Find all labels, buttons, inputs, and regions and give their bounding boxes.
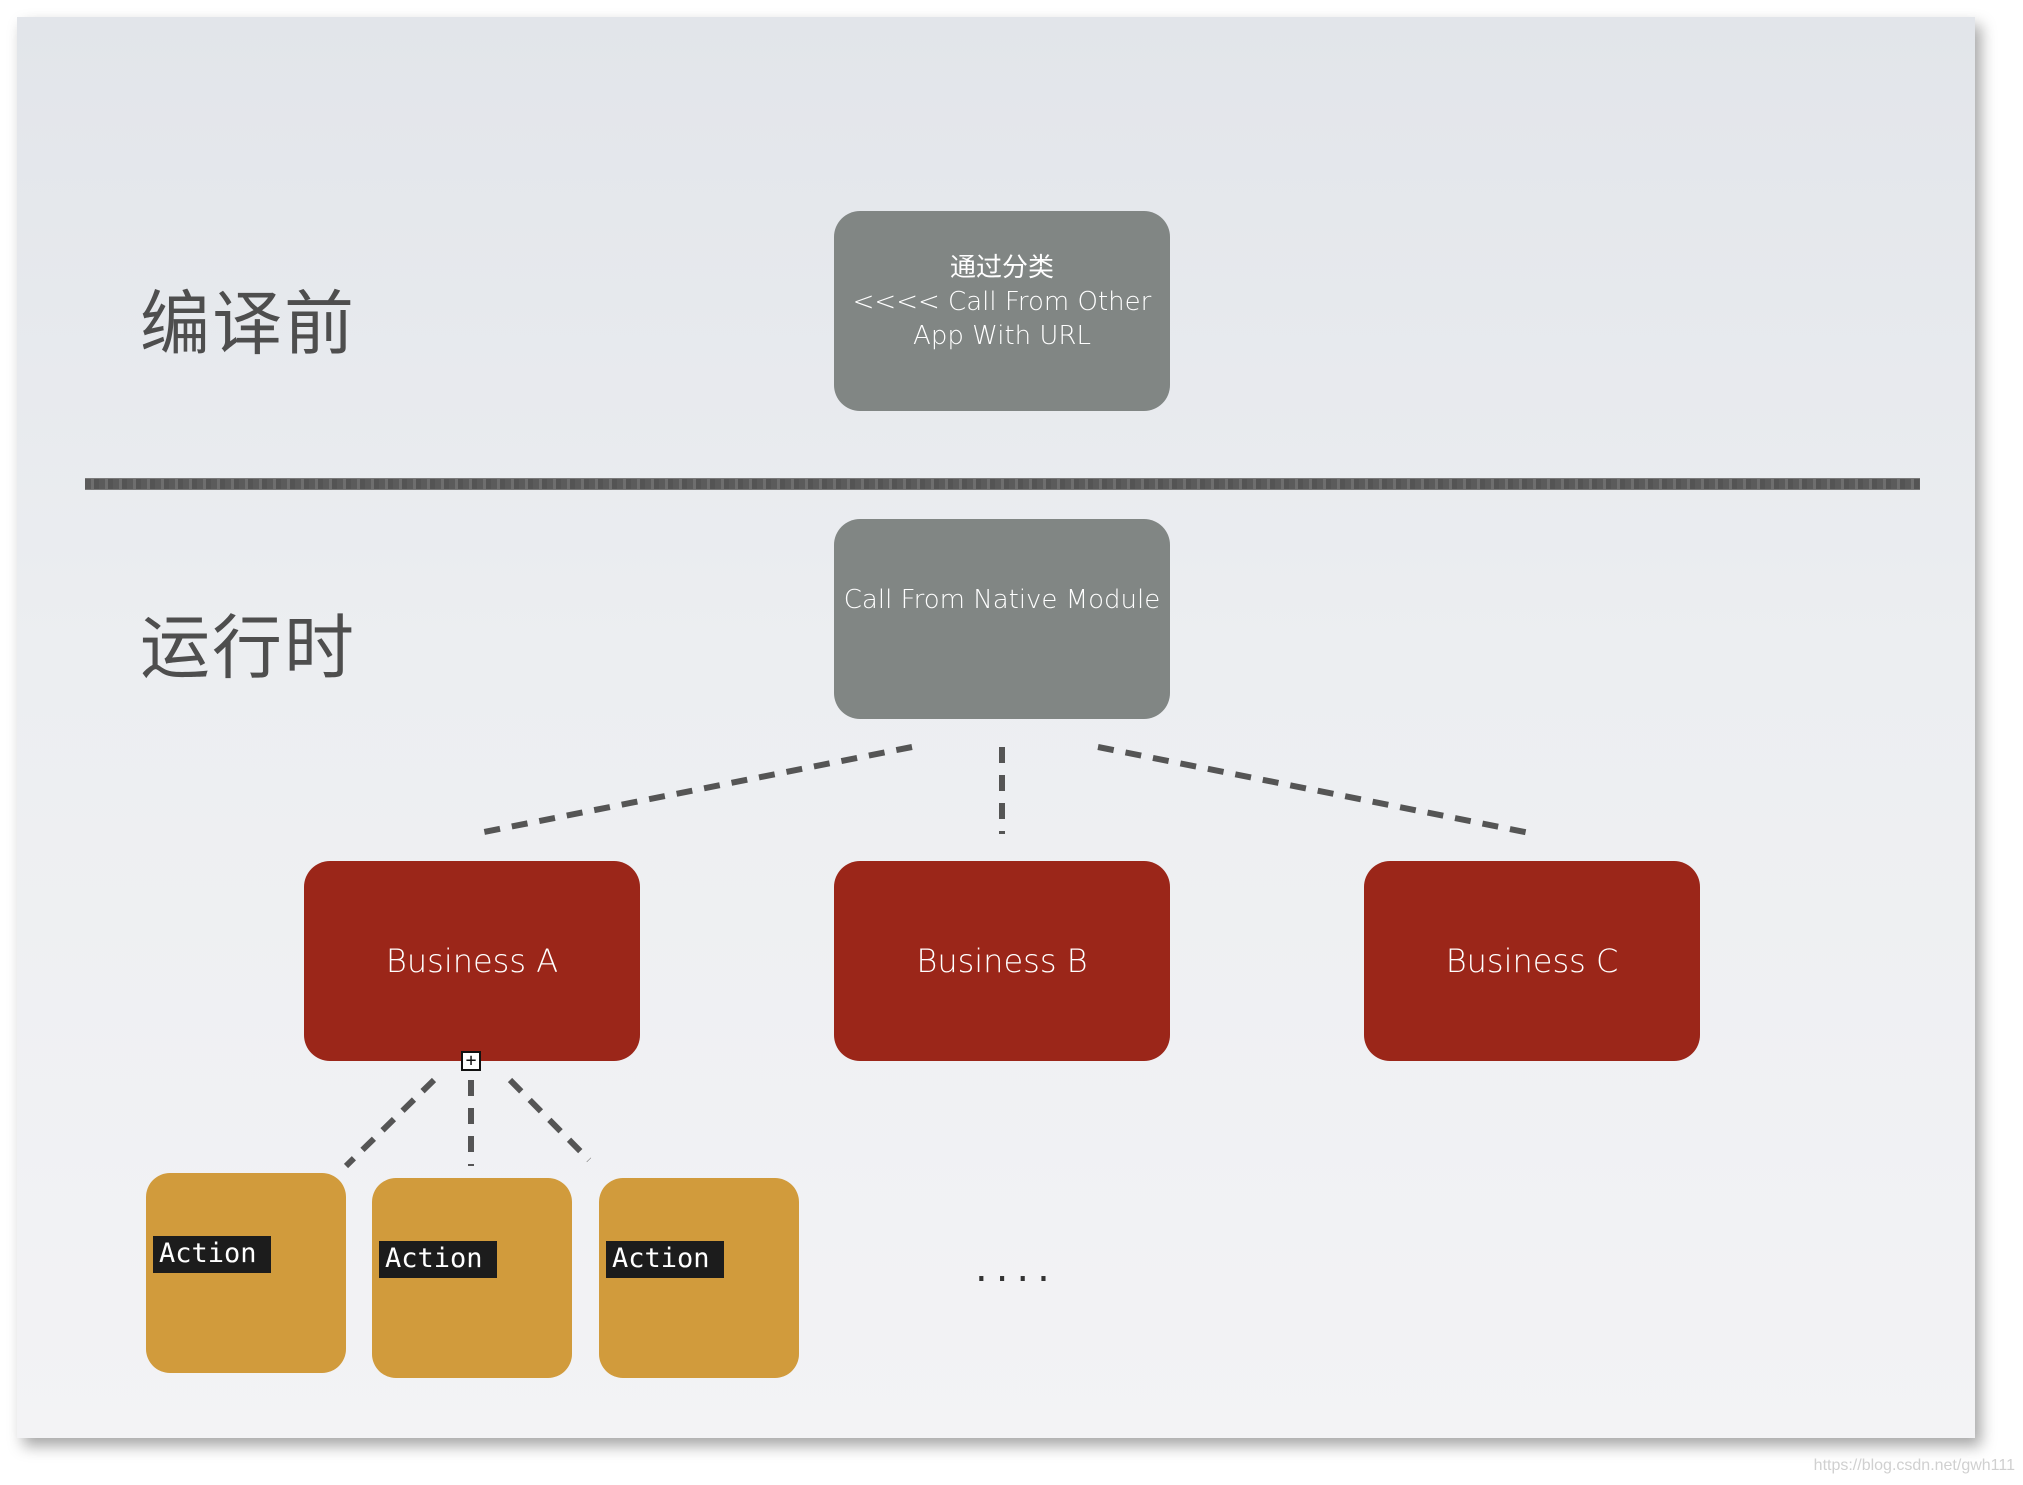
action-label-2: Action <box>379 1241 497 1278</box>
native-module-label: Call From Native Module <box>843 585 1161 615</box>
section-title-before-compile: 编译前 <box>140 283 356 365</box>
url-entry-node: 通过分类 <<<< Call From Other App With URL <box>834 211 1170 411</box>
url-entry-line-2: <<<< Call From Other <box>852 287 1152 317</box>
business-a-label: Business A <box>385 942 559 980</box>
url-entry-line-1: 通过分类 <box>949 253 1054 283</box>
action-node-1 <box>146 1173 346 1373</box>
expand-plus-icon[interactable]: + <box>461 1051 481 1071</box>
watermark-url: https://blog.csdn.net/gwh111 <box>1813 1457 2015 1474</box>
action-node-3 <box>599 1178 799 1378</box>
action-label-1: Action <box>153 1236 271 1273</box>
business-c-node: Business C <box>1364 861 1700 1061</box>
action-label-3: Action <box>606 1241 724 1278</box>
business-b-label: Business B <box>916 942 1088 980</box>
native-module-node: Call From Native Module <box>834 519 1170 719</box>
url-entry-line-3: App With URL <box>913 321 1091 351</box>
action-node-2 <box>372 1178 572 1378</box>
business-b-node: Business B <box>834 861 1170 1061</box>
more-items-ellipsis: .... <box>975 1245 1058 1291</box>
business-c-label: Business C <box>1445 942 1619 980</box>
section-divider <box>85 478 1920 490</box>
business-a-node: Business A <box>304 861 640 1061</box>
section-title-runtime: 运行时 <box>140 607 356 689</box>
